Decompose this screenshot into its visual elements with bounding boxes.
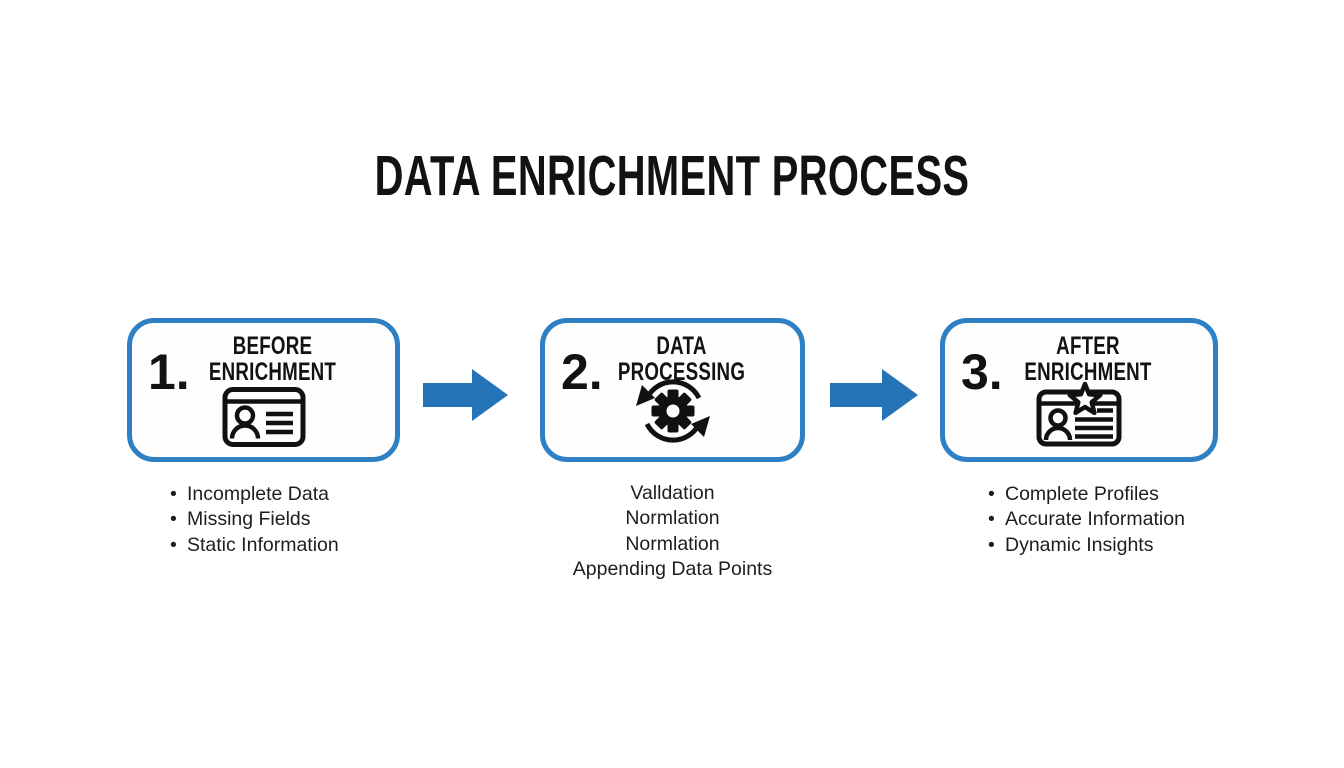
step-title-line: AFTER <box>1056 332 1120 360</box>
step-title: AFTER ENRICHMENT <box>1003 333 1173 385</box>
detail-text: Accurate Information <box>1005 508 1185 531</box>
detail-text: Complete Profiles <box>1005 483 1159 505</box>
list-item: • Dynamic Insights <box>988 533 1185 558</box>
step-box-after-enrichment: 3. AFTER ENRICHMENT <box>940 318 1218 462</box>
detail-text: Missing Fields <box>187 508 311 531</box>
list-item: • Missing Fields <box>170 507 339 532</box>
list-item: Appending Data Points <box>540 557 805 582</box>
detail-text: Incomplete Data <box>187 483 329 505</box>
step-number: 1. <box>148 344 190 400</box>
list-item: • Complete Profiles <box>988 482 1185 507</box>
list-item: • Accurate Information <box>988 507 1185 532</box>
step-title-line: ENRICHMENT <box>208 358 337 386</box>
step-title-line: DATA <box>656 332 707 360</box>
detail-text: Normlation <box>625 532 720 555</box>
detail-text: Dynamic Insights <box>1005 533 1154 556</box>
list-item: • Incomplete Data <box>170 482 339 507</box>
list-item: Normlation <box>540 506 805 531</box>
bullet-glyph: • <box>170 508 177 531</box>
detail-text: Appending Data Points <box>572 558 773 581</box>
detail-text: Valldation <box>630 482 715 504</box>
step-title-line: ENRICHMENT <box>1024 358 1152 386</box>
step-number: 2. <box>561 344 603 400</box>
step-details-data-processing: Valldation Normlation Normlation Appendi… <box>540 481 805 583</box>
list-item: Normlation <box>540 532 805 557</box>
id-card-star-icon <box>945 376 1213 448</box>
detail-text: Static Information <box>187 533 339 556</box>
list-item: Valldation <box>540 481 805 506</box>
gear-sync-icon <box>545 374 800 448</box>
diagram-title: DATA ENRICHMENT PROCESS <box>374 144 970 208</box>
step-number: 3. <box>961 344 1003 400</box>
step-box-before-enrichment: 1. BEFORE ENRICHMENT <box>127 318 400 462</box>
bullet-glyph: • <box>988 483 995 505</box>
arrow-right-icon <box>423 369 508 421</box>
step-box-data-processing: 2. DATA PROCESSING <box>540 318 805 462</box>
bullet-glyph: • <box>170 533 177 556</box>
step-details-after-enrichment: • Complete Profiles • Accurate Informati… <box>988 482 1185 558</box>
step-title: BEFORE ENRICHMENT <box>190 333 356 385</box>
bullet-glyph: • <box>170 483 177 505</box>
arrow-right-icon <box>830 369 918 421</box>
step-details-before-enrichment: • Incomplete Data • Missing Fields • Sta… <box>170 482 339 558</box>
bullet-glyph: • <box>988 533 995 556</box>
id-card-icon <box>132 386 395 448</box>
bullet-glyph: • <box>988 508 995 531</box>
step-title-line: BEFORE <box>232 332 313 360</box>
list-item: • Static Information <box>170 533 339 558</box>
detail-text: Normlation <box>625 507 720 530</box>
